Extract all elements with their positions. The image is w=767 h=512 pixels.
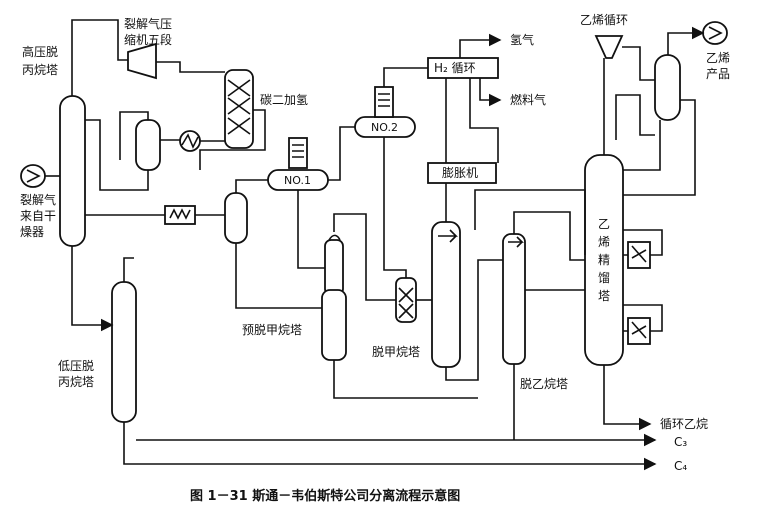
- label-demethanizer: 脱甲烷塔: [372, 344, 420, 359]
- svg-text:乙: 乙: [598, 217, 610, 231]
- svg-text:精: 精: [598, 253, 610, 267]
- ethylene-loop-compressor: [594, 35, 624, 59]
- label-compressor-2: 缩机五段: [124, 32, 172, 47]
- no2-exchanger: [374, 86, 394, 118]
- acetylene-reactor: [224, 69, 254, 149]
- demethanizer-column: [431, 221, 461, 368]
- label-lp-depropanizer-1: 低压脱: [58, 358, 94, 373]
- label-cracked-gas-2: 来自干: [20, 209, 56, 223]
- label-ethylene-product-1: 乙烯: [706, 51, 730, 65]
- label-prede-methanizer: 预脱甲烷塔: [242, 322, 302, 337]
- feed-drum: [135, 119, 161, 171]
- label-c4: C₄: [674, 459, 687, 473]
- separator-drum: [224, 192, 248, 244]
- feed-compressor-icon: [20, 164, 46, 188]
- prede-methanizer-column: [321, 234, 347, 361]
- feed-exchanger: [164, 205, 196, 225]
- label-hp-depropanizer-1: 高压脱: [22, 44, 58, 59]
- fractionator-reboiler-lower: [627, 317, 651, 345]
- label-cracked-gas-3: 燥器: [20, 225, 44, 239]
- label-ethylene-product-2: 产品: [706, 67, 730, 81]
- label-cracked-gas-1: 裂解气: [20, 192, 56, 207]
- cracked-gas-compressor: [127, 42, 157, 80]
- label-no2: NO.2: [371, 121, 398, 134]
- label-deethanizer: 脱乙烷塔: [520, 376, 568, 391]
- svg-text:塔: 塔: [598, 289, 610, 303]
- label-acetylene-hydrogenation: 碳二加氢: [260, 92, 308, 107]
- label-recycle-ethane: 循环乙烷: [660, 417, 708, 431]
- label-fuel-gas: 燃料气: [510, 92, 546, 107]
- lp-depropanizer-column: [111, 281, 137, 423]
- label-lp-depropanizer-2: 丙烷塔: [58, 375, 94, 389]
- expander-box: [427, 162, 497, 184]
- label-hp-depropanizer-2: 丙烷塔: [22, 63, 58, 77]
- piping: [45, 19, 705, 471]
- heater-icon: [179, 130, 201, 152]
- svg-text:馏: 馏: [598, 271, 610, 285]
- label-h2-loop: H₂ 循环: [434, 61, 476, 75]
- figure-caption: 图 1－31 斯通－韦伯斯特公司分离流程示意图: [190, 488, 460, 504]
- svg-text:烯: 烯: [598, 235, 610, 249]
- hp-depropanizer-column: [59, 95, 86, 247]
- label-ethylene-fractionator: 乙 烯 精 馏 塔: [598, 217, 610, 303]
- fractionator-reboiler-upper: [627, 241, 651, 269]
- ethylene-product-compressor-icon: [702, 21, 728, 45]
- no1-exchanger: [288, 137, 308, 169]
- label-c3: C₃: [674, 435, 687, 449]
- label-hydrogen: 氢气: [510, 32, 534, 47]
- ethylene-product-drum: [654, 54, 681, 121]
- label-no1: NO.1: [284, 174, 311, 187]
- demethanizer-reactor: [395, 277, 417, 323]
- label-ethylene-loop: 乙烯循环: [580, 13, 628, 27]
- label-compressor-1: 裂解气压: [124, 16, 172, 31]
- label-expander: 膨胀机: [442, 166, 478, 180]
- deethanizer-column: [502, 233, 526, 365]
